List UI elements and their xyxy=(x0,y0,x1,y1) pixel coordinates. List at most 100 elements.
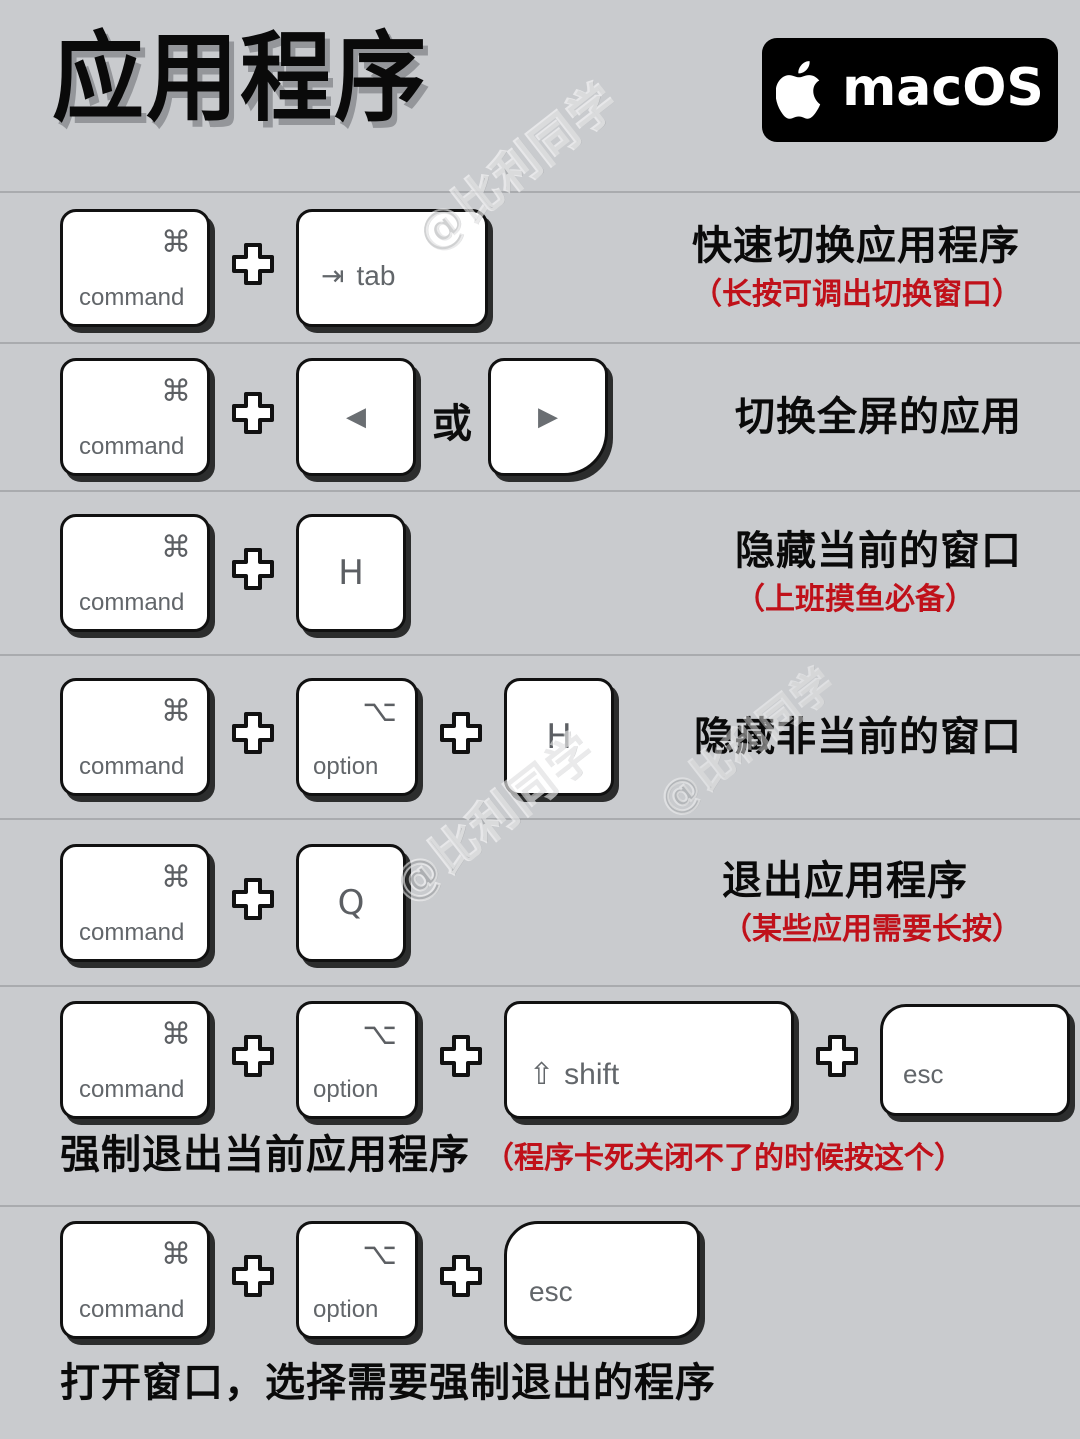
key-h-label: H xyxy=(338,553,364,593)
description-title: 退出应用程序 xyxy=(722,857,968,904)
key-command-label: command xyxy=(79,918,185,946)
key-sequence: ⌘ command ⌥ option H xyxy=(60,678,614,796)
shortcut-row-switch-fullscreen-apps: ⌘ command ◀ 或 ▶ 切换全屏的应用 xyxy=(0,342,1080,490)
key-command-label: command xyxy=(79,1076,185,1103)
description-note: （长按可调出切换窗口） xyxy=(692,276,1022,312)
shortcut-row-force-quit-dialog: ⌘ command ⌥ option esc 打开窗口，选 xyxy=(0,1205,1080,1439)
plus-icon xyxy=(226,1033,280,1087)
apple-logo-icon xyxy=(776,60,826,120)
description-title: 快速切换应用程序 xyxy=(692,222,1020,269)
description-title: 隐藏非当前的窗口 xyxy=(694,714,1022,760)
key-q-label: Q xyxy=(337,882,365,923)
key-q[interactable]: Q xyxy=(296,843,406,962)
key-shift-label: ⇧ shift xyxy=(529,1060,619,1090)
row-description: 隐藏非当前的窗口 xyxy=(694,711,1080,763)
key-command[interactable]: ⌘ command xyxy=(60,358,210,476)
key-command-label: command xyxy=(79,753,185,780)
key-esc-label: esc xyxy=(529,1276,573,1307)
key-command[interactable]: ⌘ command xyxy=(60,1221,210,1339)
key-sequence: ⌘ command ⇥ tab xyxy=(60,208,488,327)
key-command[interactable]: ⌘ command xyxy=(60,843,210,962)
plus-icon xyxy=(226,710,280,764)
key-command-label: command xyxy=(79,589,185,616)
key-command-label: command xyxy=(79,433,185,460)
description-note: （程序卡死关闭不了的时候按这个） xyxy=(484,1141,964,1176)
key-shift[interactable]: ⇧ shift xyxy=(504,1001,794,1119)
key-tab-text: tab xyxy=(356,259,396,291)
macos-badge: macOS xyxy=(762,38,1058,142)
tab-icon: ⇥ xyxy=(321,259,345,291)
key-option-label: option xyxy=(313,1296,379,1323)
arrow-left-icon: ◀ xyxy=(346,402,366,432)
key-command-label: command xyxy=(79,283,185,311)
plus-icon xyxy=(226,876,280,930)
key-option[interactable]: ⌥ option xyxy=(296,678,418,796)
plus-icon xyxy=(434,1253,488,1307)
key-shift-text: shift xyxy=(564,1058,620,1091)
shift-arrow-icon: ⇧ xyxy=(529,1058,555,1091)
plus-icon xyxy=(226,1253,280,1307)
key-command[interactable]: ⌘ command xyxy=(60,1001,210,1119)
key-arrow-left[interactable]: ◀ xyxy=(296,358,416,476)
command-icon: ⌘ xyxy=(161,694,191,729)
option-icon: ⌥ xyxy=(362,1017,397,1052)
key-arrow-right[interactable]: ▶ xyxy=(488,358,608,476)
key-command[interactable]: ⌘ command xyxy=(60,208,210,327)
key-esc[interactable]: esc xyxy=(880,1004,1070,1116)
command-icon: ⌘ xyxy=(161,859,191,895)
shortcut-row-force-quit-current-app: ⌘ command ⌥ option ⇧ shift xyxy=(0,985,1080,1205)
description-note: （上班摸鱼必备） xyxy=(735,582,975,617)
key-sequence: ⌘ command ◀ 或 ▶ xyxy=(60,358,608,476)
key-sequence: ⌘ command H xyxy=(60,514,406,632)
row-description: 切换全屏的应用 xyxy=(735,391,1080,443)
key-option-label: option xyxy=(313,753,379,780)
key-command-label: command xyxy=(79,1296,185,1323)
description-title: 隐藏当前的窗口 xyxy=(735,528,1022,574)
shortcut-row-switch-apps: ⌘ command ⇥ tab 快速切换应用程序 （长按可调出切换窗口） xyxy=(0,191,1080,342)
key-command[interactable]: ⌘ command xyxy=(60,678,210,796)
plus-icon xyxy=(226,546,280,600)
key-h[interactable]: H xyxy=(504,678,614,796)
plus-icon xyxy=(226,241,280,295)
option-icon: ⌥ xyxy=(362,1237,397,1272)
key-option-label: option xyxy=(313,1076,379,1103)
shortcut-row-hide-current-window: ⌘ command H 隐藏当前的窗口 （上班摸鱼必备） xyxy=(0,490,1080,654)
row-description: 打开窗口，选择需要强制退出的程序 xyxy=(60,1349,716,1409)
shortcut-row-quit-app: ⌘ command Q 退出应用程序 （某些应用需要长按） xyxy=(0,818,1080,985)
key-option[interactable]: ⌥ option xyxy=(296,1001,418,1119)
key-esc-label: esc xyxy=(903,1059,944,1089)
page-title: 应用程序 xyxy=(52,22,429,136)
key-sequence: ⌘ command ⌥ option esc xyxy=(60,1221,700,1339)
key-sequence: ⌘ command ⌥ option ⇧ shift xyxy=(60,1001,1070,1119)
header: 应用程序 macOS xyxy=(0,0,1080,191)
command-icon: ⌘ xyxy=(161,1017,191,1052)
command-icon: ⌘ xyxy=(161,374,191,409)
key-esc[interactable]: esc xyxy=(504,1221,700,1339)
plus-icon xyxy=(810,1033,864,1087)
key-tab[interactable]: ⇥ tab xyxy=(296,208,488,327)
shortcut-row-hide-other-windows: ⌘ command ⌥ option H 隐藏非当前的窗口 xyxy=(0,654,1080,818)
plus-icon xyxy=(434,1033,488,1087)
plus-icon xyxy=(434,710,488,764)
plus-icon xyxy=(226,390,280,444)
row-description: 强制退出当前应用程序 （程序卡死关闭不了的时候按这个） xyxy=(60,1129,964,1181)
description-title: 打开窗口，选择需要强制退出的程序 xyxy=(60,1360,716,1406)
key-option[interactable]: ⌥ option xyxy=(296,1221,418,1339)
key-h[interactable]: H xyxy=(296,514,406,632)
command-icon: ⌘ xyxy=(161,530,191,565)
description-title: 强制退出当前应用程序 xyxy=(60,1132,470,1178)
row-description: 隐藏当前的窗口 （上班摸鱼必备） xyxy=(735,525,1080,621)
description-title: 切换全屏的应用 xyxy=(735,394,1022,440)
row-description: 快速切换应用程序 （长按可调出切换窗口） xyxy=(692,220,1080,316)
command-icon: ⌘ xyxy=(161,1237,191,1272)
key-sequence: ⌘ command Q xyxy=(60,843,406,962)
row-description: 退出应用程序 （某些应用需要长按） xyxy=(722,855,1080,951)
description-note: （某些应用需要长按） xyxy=(722,911,1022,947)
key-tab-label: ⇥ tab xyxy=(321,259,396,291)
or-separator: 或 xyxy=(432,401,472,447)
macos-label: macOS xyxy=(842,58,1044,118)
command-icon: ⌘ xyxy=(161,224,191,260)
arrow-right-icon: ▶ xyxy=(538,402,558,432)
key-command[interactable]: ⌘ command xyxy=(60,514,210,632)
